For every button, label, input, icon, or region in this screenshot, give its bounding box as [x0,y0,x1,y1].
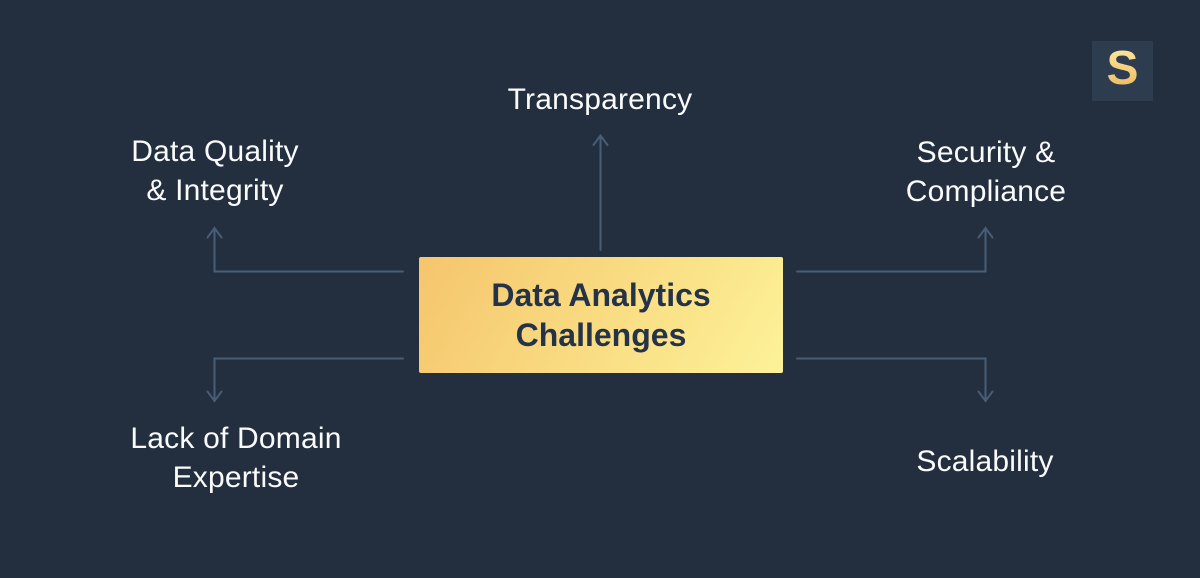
node-label-security-compliance: Security & Compliance [905,136,1067,208]
node-label-data-quality-integrity: Data Quality & Integrity [131,135,299,207]
brand-logo: S [1092,41,1153,101]
arrow-to-security-compliance [796,226,994,273]
node-label-transparency: Transparency [507,83,693,116]
arrow-to-data-quality [206,226,404,273]
node-label-scalability: Scalability [916,445,1054,478]
arrow-to-scalability [796,357,994,403]
arrow-to-lack-of-domain-expertise [206,357,404,403]
brand-logo-letter: S [1106,42,1139,95]
node-label-lack-of-domain-expertise: Lack of Domain Expertise [130,422,342,494]
center-node-label: Data Analytics Challenges [491,277,711,353]
arrow-to-transparency [592,133,609,251]
center-node: Data Analytics Challenges [419,257,783,373]
